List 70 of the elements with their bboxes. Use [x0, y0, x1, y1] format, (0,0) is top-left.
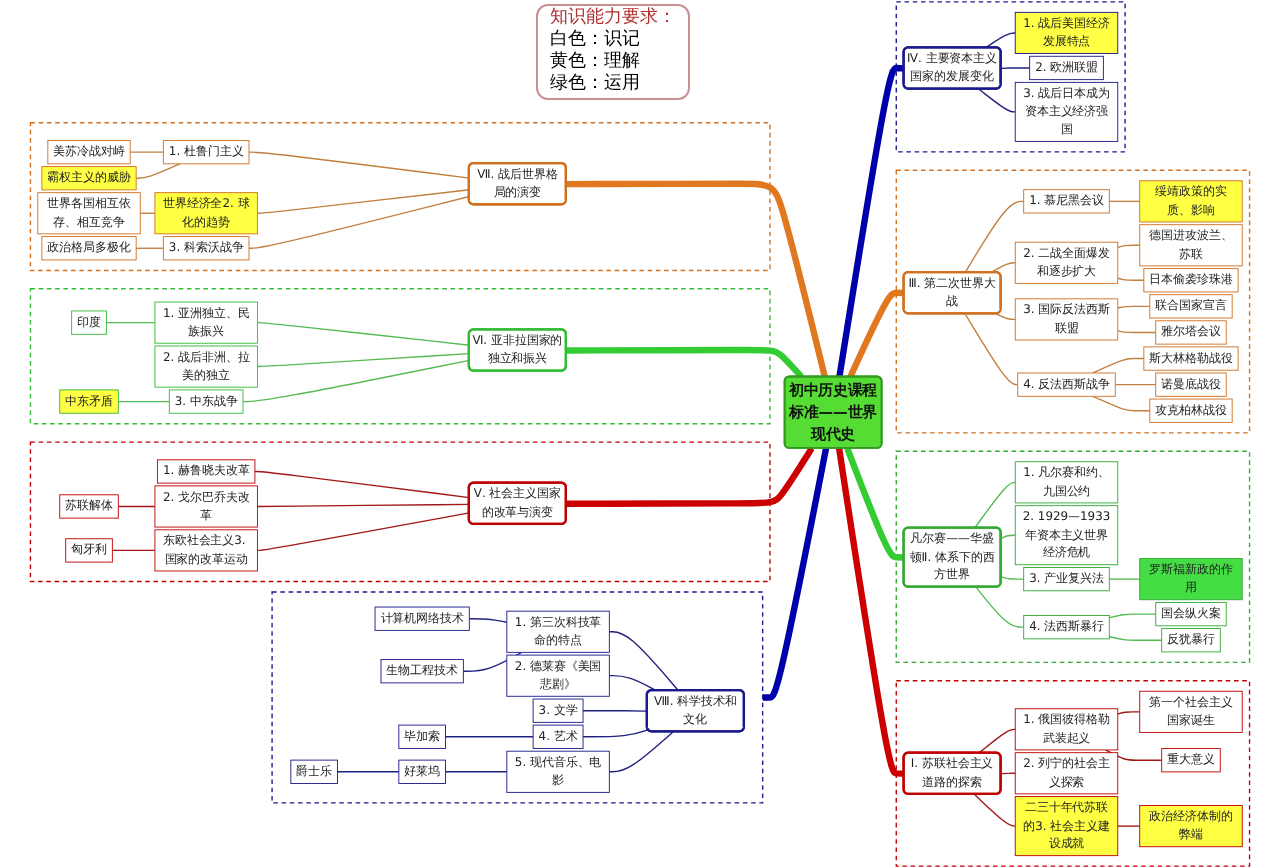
connector	[256, 189, 470, 214]
legend-entry: 黄色：理解	[550, 52, 642, 73]
cluster	[29, 122, 771, 272]
connector	[608, 675, 657, 692]
connector	[135, 247, 165, 249]
connector	[582, 729, 649, 738]
connector	[1000, 67, 1031, 70]
connector	[1117, 277, 1145, 281]
connector	[973, 481, 1016, 529]
connector	[1114, 383, 1157, 386]
connector	[975, 586, 1025, 628]
connector	[1117, 330, 1157, 334]
connector	[984, 32, 1016, 49]
connector	[105, 321, 156, 324]
connector	[111, 549, 156, 552]
connector	[566, 346, 804, 380]
connector	[117, 400, 170, 403]
connector	[1108, 636, 1163, 641]
legend-entry: 白色：识记	[550, 30, 642, 51]
cluster	[895, 450, 1251, 664]
connector	[978, 88, 1016, 113]
connector	[1108, 578, 1141, 580]
connector	[1092, 357, 1145, 374]
connector	[468, 618, 508, 623]
connector	[117, 505, 156, 508]
cluster	[895, 169, 1251, 434]
cluster	[29, 441, 771, 583]
connector	[256, 503, 470, 508]
connector	[444, 736, 534, 738]
cluster	[895, 680, 1251, 867]
connector	[256, 512, 470, 552]
connector	[135, 163, 181, 179]
legend-heading: 知识能力要求：	[550, 8, 676, 29]
cluster	[271, 591, 764, 804]
connector	[835, 447, 906, 777]
connector	[836, 64, 906, 378]
connector	[242, 359, 470, 403]
connector	[248, 151, 470, 179]
connector	[1117, 711, 1141, 715]
connector	[248, 195, 470, 249]
connector	[990, 262, 1016, 274]
connector	[978, 728, 1016, 754]
connector	[964, 313, 1019, 386]
cluster	[29, 288, 771, 425]
connector	[444, 771, 508, 773]
connector	[847, 289, 906, 379]
connector	[973, 793, 1016, 827]
connector	[582, 710, 648, 712]
connector	[256, 352, 470, 368]
connector	[608, 631, 679, 692]
connector	[608, 731, 674, 773]
connector	[964, 200, 1025, 274]
connector	[1092, 395, 1151, 412]
connector	[129, 151, 165, 153]
connector	[256, 321, 470, 346]
cluster	[895, 1, 1126, 153]
connector	[1117, 305, 1151, 309]
connector	[336, 771, 400, 773]
connector	[1117, 825, 1141, 827]
connector	[1000, 576, 1025, 580]
connector	[844, 447, 906, 561]
connector	[1117, 244, 1141, 249]
connector	[994, 313, 1016, 321]
connector	[1108, 613, 1157, 619]
connector	[566, 180, 828, 378]
connector	[1108, 200, 1141, 203]
legend-entry: 绿色：运用	[550, 74, 642, 96]
connector	[760, 447, 830, 701]
connector	[566, 446, 815, 507]
connector	[254, 470, 470, 499]
